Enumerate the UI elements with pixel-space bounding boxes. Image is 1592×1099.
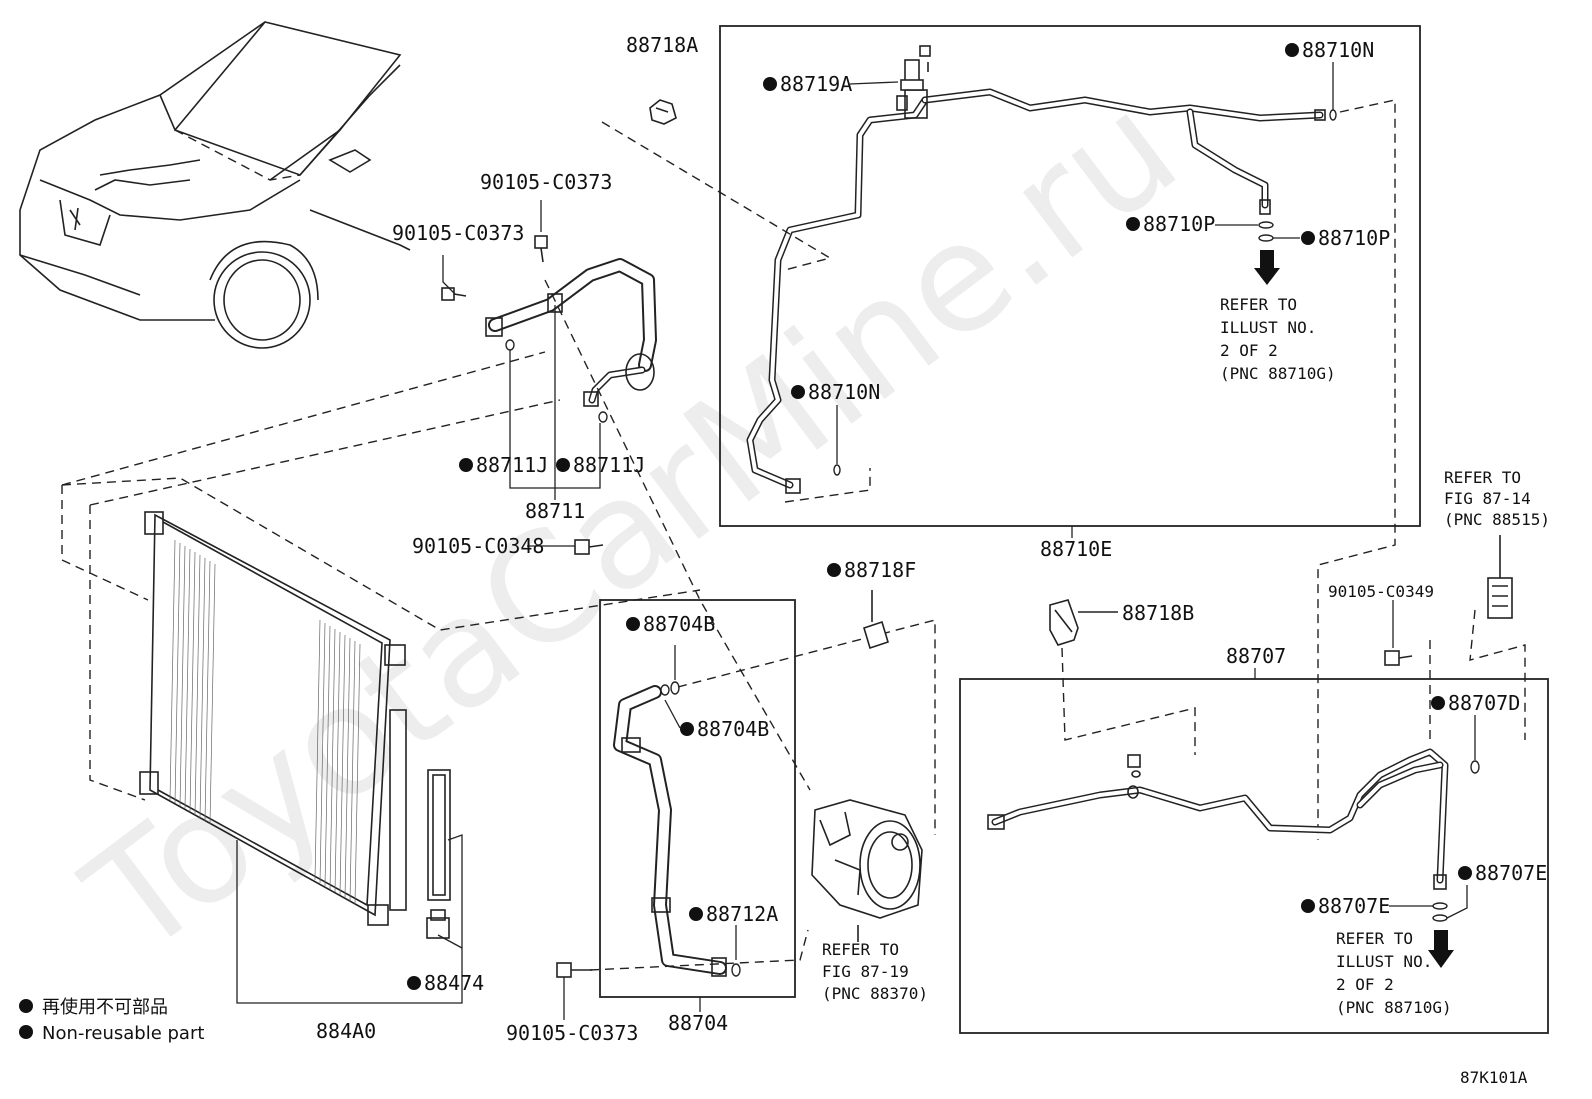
- non-reusable-dot-icon: [407, 976, 421, 990]
- legend-japanese: 再使用不可部品: [42, 997, 168, 1018]
- label-88707E-a: 88707E: [1475, 861, 1547, 885]
- label-88711J-a: 88711J: [476, 453, 548, 477]
- clip-88718A: [649, 99, 677, 125]
- non-reusable-dot-icon: [689, 907, 703, 921]
- label-88707: 88707: [1226, 644, 1286, 668]
- non-reusable-dot-icon: [1301, 899, 1315, 913]
- refer-note-line: (PNC 88515): [1444, 510, 1550, 529]
- label-90105-C0373-c: 90105-C0373: [506, 1021, 638, 1045]
- label-88710P-a: 88710P: [1143, 212, 1215, 236]
- connector-88515: [1487, 535, 1513, 619]
- label-88718A: 88718A: [626, 33, 698, 57]
- group-box-88704: [599, 599, 796, 998]
- non-reusable-dot-icon: [1458, 866, 1472, 880]
- group-box-88710E: [719, 25, 1421, 527]
- vehicle-sketch: [19, 21, 411, 349]
- refer-note-line: (PNC 88710G): [1220, 364, 1336, 383]
- refer-note-line: (PNC 88710G): [1336, 998, 1452, 1017]
- non-reusable-dot-icon: [556, 458, 570, 472]
- figure-code: 87K101A: [1460, 1068, 1528, 1087]
- non-reusable-dot-icon: [827, 563, 841, 577]
- label-88710N-low: 88710N: [808, 380, 880, 404]
- suction-pipe-88707: [987, 748, 1449, 890]
- non-reusable-dot-icon: [1431, 696, 1445, 710]
- label-88718B: 88718B: [1122, 601, 1194, 625]
- bolt-icon: [441, 235, 1413, 978]
- label-88718F: 88718F: [844, 558, 916, 582]
- label-88707D: 88707D: [1448, 691, 1520, 715]
- non-reusable-dot-icon: [626, 617, 640, 631]
- refer-note-line: REFER TO: [822, 940, 899, 959]
- label-90105-C0373-a: 90105-C0373: [480, 170, 612, 194]
- refer-note-line: FIG 87-19: [822, 962, 909, 981]
- label-88710N-top: 88710N: [1302, 38, 1374, 62]
- clip-88718B: [1049, 599, 1118, 646]
- non-reusable-dot-icon: [680, 722, 694, 736]
- label-88710P-b: 88710P: [1318, 226, 1390, 250]
- clip-88718F: [863, 590, 889, 650]
- non-reusable-dot-icon: [1285, 43, 1299, 57]
- refer-note-line: 2 OF 2: [1336, 975, 1394, 994]
- compressor: [811, 799, 923, 942]
- refer-note-line: (PNC 88370): [822, 984, 928, 1003]
- label-90105-C0349: 90105-C0349: [1328, 582, 1434, 601]
- refer-note-line: ILLUST NO.: [1336, 952, 1432, 971]
- legend-dot-icon: [19, 999, 33, 1013]
- refer-note-line: REFER TO: [1220, 295, 1297, 314]
- refer-note-line: ILLUST NO.: [1220, 318, 1316, 337]
- label-88712A: 88712A: [706, 902, 778, 926]
- arrow-down-icon: [1254, 250, 1280, 285]
- non-reusable-dot-icon: [459, 458, 473, 472]
- condenser-884A0: [139, 511, 451, 939]
- label-90105-C0348: 90105-C0348: [412, 534, 544, 558]
- label-88719A: 88719A: [780, 72, 852, 96]
- pressure-switch: [900, 45, 931, 91]
- label-88474: 88474: [424, 971, 484, 995]
- legend-english: Non-reusable part: [42, 1023, 204, 1044]
- label-88704: 88704: [668, 1011, 728, 1035]
- discharge-hose-88704: [613, 685, 727, 977]
- non-reusable-dot-icon: [1126, 217, 1140, 231]
- legend-dot-icon: [19, 1025, 33, 1039]
- non-reusable-dot-icon: [1301, 231, 1315, 245]
- label-88704B-b: 88704B: [697, 717, 769, 741]
- non-reusable-dot-icon: [763, 77, 777, 91]
- refer-note-line: FIG 87-14: [1444, 489, 1531, 508]
- label-90105-C0373-b: 90105-C0373: [392, 221, 524, 245]
- label-88711J-b: 88711J: [573, 453, 645, 477]
- non-reusable-dot-icon: [791, 385, 805, 399]
- label-884A0: 884A0: [316, 1019, 376, 1043]
- refer-note-line: REFER TO: [1336, 929, 1413, 948]
- group-box-88707: [959, 678, 1549, 1034]
- refer-note-line: REFER TO: [1444, 468, 1521, 487]
- label-88711: 88711: [525, 499, 585, 523]
- label-88707E-b: 88707E: [1318, 894, 1390, 918]
- label-88710E: 88710E: [1040, 537, 1112, 561]
- arrow-down-icon: [1428, 930, 1454, 968]
- refer-note-line: 2 OF 2: [1220, 341, 1278, 360]
- suction-hose-88711: [485, 258, 657, 407]
- label-88704B-a: 88704B: [643, 612, 715, 636]
